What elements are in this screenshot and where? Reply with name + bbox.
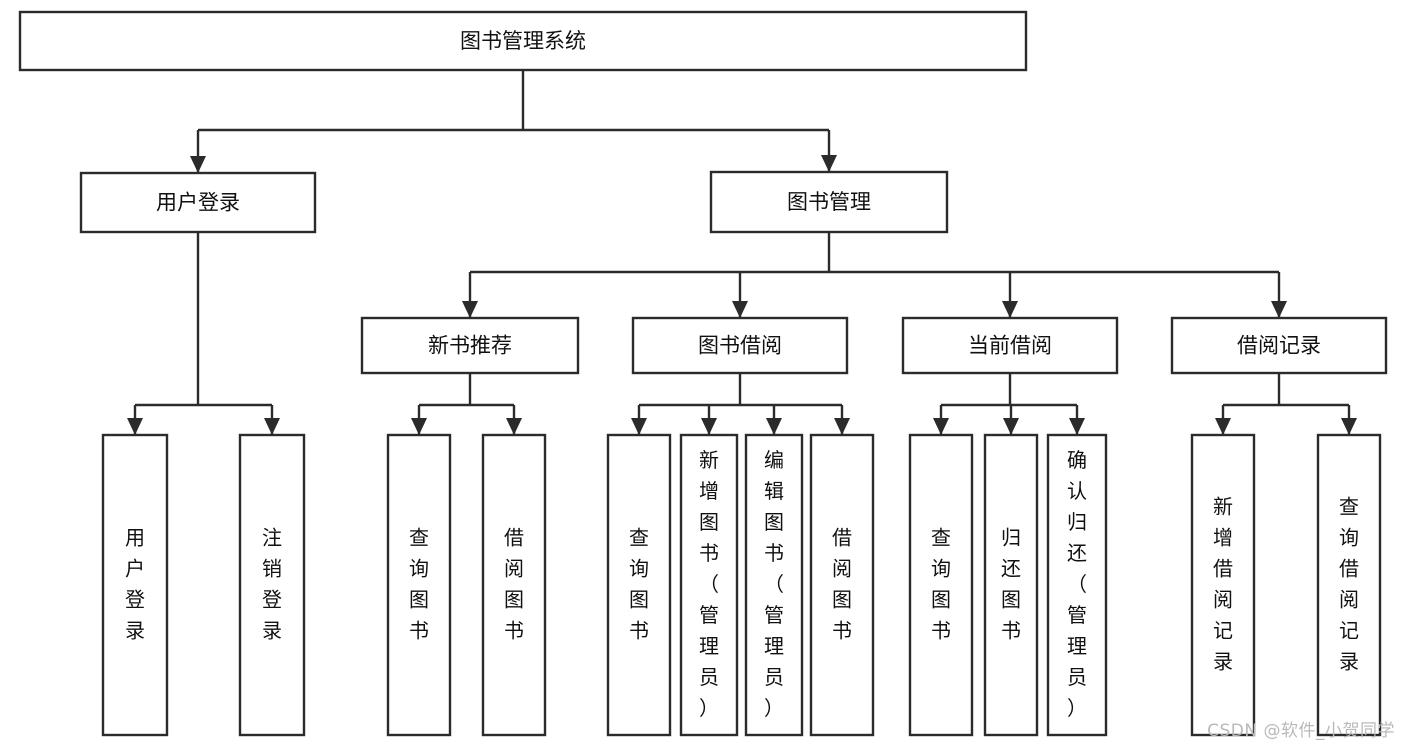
arrow-head-icon (933, 418, 949, 435)
node-box-borrow-record (1170, 316, 1388, 375)
node-book-borrow[interactable]: 图书借阅 (631, 316, 849, 375)
node-label-user-login: 用户登录 (156, 191, 240, 215)
node-box-leaf-edit-book (744, 433, 804, 737)
arrow-head-icon (264, 418, 280, 435)
node-label-borrow-record: 借阅记录 (1237, 334, 1321, 358)
node-user-login[interactable]: 用户登录 (79, 171, 317, 234)
arrow-head-icon (1069, 418, 1085, 435)
arrow-head-icon (1271, 301, 1287, 318)
arrow-head-icon (190, 156, 206, 173)
node-box-leaf-logout (238, 433, 306, 737)
node-layer: 图书管理系统用户登录图书管理新书推荐图书借阅当前借阅借阅记录用户登录注销登录查询… (18, 10, 1388, 737)
node-box-leaf-add-book (679, 433, 739, 737)
node-leaf-query-book-1[interactable]: 查询图书 (386, 433, 452, 737)
arrow-head-icon (732, 301, 748, 318)
node-label-leaf-return-book: 归还图书 (1001, 525, 1021, 642)
node-box-leaf-add-record (1190, 433, 1256, 737)
node-box-leaf-return-book (983, 433, 1039, 737)
node-label-book-manage: 图书管理 (787, 190, 871, 214)
node-label-leaf-confirm-return: 确认归还（管理员） (1067, 448, 1087, 720)
node-box-leaf-confirm-return (1046, 433, 1108, 737)
node-leaf-borrow-book-1[interactable]: 借阅图书 (481, 433, 547, 737)
arrow-head-icon (834, 418, 850, 435)
arrow-head-icon (1341, 418, 1357, 435)
node-box-current-borrow (901, 316, 1119, 375)
arrow-head-icon (1215, 418, 1231, 435)
node-label-new-book-rec: 新书推荐 (428, 334, 512, 358)
node-label-leaf-add-book: 新增图书（管理员） (699, 448, 719, 720)
node-label-leaf-query-book-3: 查询图书 (931, 525, 951, 642)
node-leaf-user-login[interactable]: 用户登录 (101, 433, 169, 737)
node-box-leaf-query-book-2 (606, 433, 672, 737)
node-label-leaf-edit-book: 编辑图书（管理员） (764, 448, 784, 720)
node-label-leaf-add-record: 新增借阅记录 (1213, 494, 1233, 673)
node-leaf-add-record[interactable]: 新增借阅记录 (1190, 433, 1256, 737)
node-borrow-record[interactable]: 借阅记录 (1170, 316, 1388, 375)
node-box-book-manage (709, 170, 949, 234)
node-root[interactable]: 图书管理系统 (18, 10, 1028, 72)
node-leaf-logout[interactable]: 注销登录 (238, 433, 306, 737)
arrow-head-icon (127, 418, 143, 435)
node-leaf-borrow-book-2[interactable]: 借阅图书 (809, 433, 875, 737)
node-box-new-book-rec (360, 316, 580, 375)
node-box-leaf-user-login (101, 433, 169, 737)
node-leaf-query-book-2[interactable]: 查询图书 (606, 433, 672, 737)
node-leaf-edit-book[interactable]: 编辑图书（管理员） (744, 433, 804, 737)
node-box-leaf-borrow-book-2 (809, 433, 875, 737)
node-label-leaf-query-book-1: 查询图书 (409, 525, 429, 642)
node-new-book-rec[interactable]: 新书推荐 (360, 316, 580, 375)
arrow-head-icon (462, 301, 478, 318)
node-label-root: 图书管理系统 (460, 29, 586, 53)
node-label-leaf-borrow-book-2: 借阅图书 (832, 525, 852, 642)
node-label-leaf-borrow-book-1: 借阅图书 (504, 525, 524, 642)
arrow-head-icon (1003, 418, 1019, 435)
arrow-head-icon (766, 418, 782, 435)
node-box-leaf-query-book-1 (386, 433, 452, 737)
node-label-leaf-user-login: 用户登录 (125, 525, 145, 642)
node-box-root (18, 10, 1028, 72)
arrow-head-icon (1002, 301, 1018, 318)
node-box-leaf-query-book-3 (908, 433, 974, 737)
node-label-current-borrow: 当前借阅 (968, 334, 1052, 358)
arrow-head-icon (506, 418, 522, 435)
connector-layer (127, 70, 1357, 435)
node-leaf-query-record[interactable]: 查询借阅记录 (1316, 433, 1382, 737)
csdn-watermark: CSDN @软件_小贺同学 (1207, 721, 1395, 741)
arrow-head-icon (701, 418, 717, 435)
node-label-book-borrow: 图书借阅 (698, 334, 782, 358)
node-label-leaf-query-book-2: 查询图书 (629, 525, 649, 642)
arrow-head-icon (411, 418, 427, 435)
node-box-leaf-query-record (1316, 433, 1382, 737)
node-box-user-login (79, 171, 317, 234)
arrow-head-icon (631, 418, 647, 435)
node-label-leaf-logout: 注销登录 (262, 525, 282, 642)
node-leaf-add-book[interactable]: 新增图书（管理员） (679, 433, 739, 737)
node-leaf-query-book-3[interactable]: 查询图书 (908, 433, 974, 737)
node-current-borrow[interactable]: 当前借阅 (901, 316, 1119, 375)
node-book-manage[interactable]: 图书管理 (709, 170, 949, 234)
arrow-head-icon (821, 155, 837, 172)
node-box-leaf-borrow-book-1 (481, 433, 547, 737)
node-leaf-return-book[interactable]: 归还图书 (983, 433, 1039, 737)
node-label-leaf-query-record: 查询借阅记录 (1339, 494, 1359, 673)
node-box-book-borrow (631, 316, 849, 375)
node-leaf-confirm-return[interactable]: 确认归还（管理员） (1046, 433, 1108, 737)
